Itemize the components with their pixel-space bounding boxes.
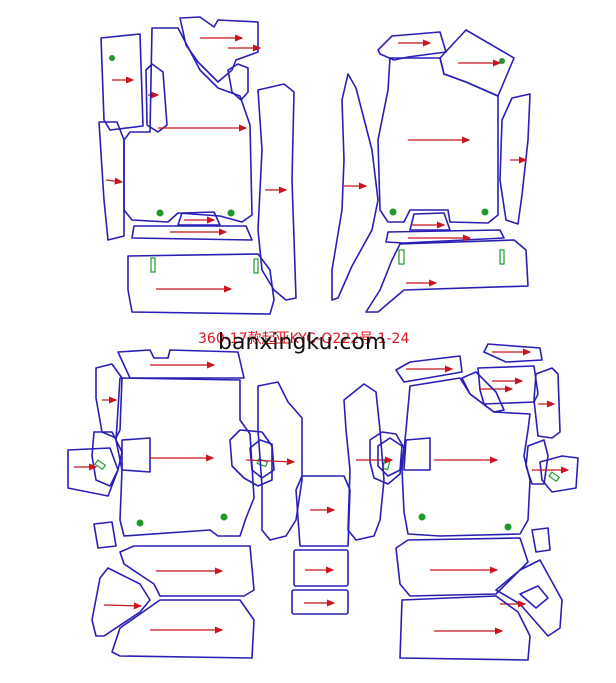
mat-piece — [399, 595, 531, 661]
mat-piece — [403, 437, 431, 471]
mat-piece — [343, 383, 385, 541]
mat-piece — [121, 437, 151, 473]
mat-piece — [145, 63, 168, 133]
top-right-group — [331, 29, 531, 313]
mat-piece — [123, 27, 253, 223]
mat-piece — [533, 367, 561, 439]
mat-piece — [131, 225, 253, 241]
mat-piece — [295, 475, 351, 547]
mat-piece — [395, 355, 463, 383]
mat-piece — [499, 93, 531, 225]
locating-dot — [156, 209, 164, 217]
diagram-caption: 360-17款起亚KYC-Q222号 1-24 — [198, 331, 410, 347]
mat-piece — [293, 549, 349, 587]
slot-mark — [150, 257, 156, 273]
mat-piece — [377, 31, 447, 61]
mat-piece — [119, 545, 255, 597]
mat-piece — [91, 431, 123, 487]
bottom-right-group — [343, 343, 579, 661]
mat-piece — [257, 83, 297, 301]
mat-piece — [477, 365, 539, 405]
mat-piece — [369, 431, 405, 485]
mat-piece — [525, 439, 549, 485]
mat-piece — [331, 73, 379, 301]
direction-arrow — [103, 602, 143, 610]
mat-piece — [291, 589, 349, 615]
mat-piece — [483, 343, 543, 363]
locating-dot — [136, 519, 144, 527]
slot-mark — [398, 249, 405, 265]
locating-dot — [504, 523, 512, 531]
mat-piece — [365, 239, 529, 313]
mat-piece — [229, 429, 273, 487]
mat-piece — [95, 363, 123, 439]
mat-piece — [111, 599, 255, 659]
slot-mark — [94, 459, 107, 471]
slot-mark — [253, 258, 259, 274]
mat-piece — [249, 439, 275, 479]
slot-mark — [499, 249, 505, 265]
mat-piece — [91, 567, 151, 637]
mat-piece — [495, 559, 563, 637]
mat-piece — [115, 377, 255, 537]
mat-piece — [531, 527, 551, 553]
mat-piece — [377, 437, 403, 477]
locating-dot — [418, 513, 426, 521]
locating-dot — [481, 208, 489, 216]
slot-mark — [256, 457, 269, 468]
top-left-group — [98, 16, 297, 315]
locating-dot — [220, 513, 228, 521]
bottom-left-group — [67, 349, 303, 659]
direction-arrow — [105, 177, 124, 185]
mat-piece — [67, 447, 119, 497]
mat-piece — [409, 212, 451, 231]
mat-piece — [539, 455, 579, 493]
mat-piece — [98, 121, 125, 241]
watermark-text: banxingku.com — [218, 330, 387, 355]
mat-piece — [377, 57, 499, 224]
locating-dot — [109, 55, 115, 61]
bottom-center-group — [291, 475, 351, 615]
mat-piece — [100, 33, 144, 131]
mat-piece — [257, 381, 303, 541]
mat-piece — [519, 585, 549, 609]
locating-dot — [227, 209, 235, 217]
mat-piece — [127, 253, 275, 315]
slot-mark — [548, 471, 561, 483]
mat-piece — [179, 16, 259, 83]
mat-piece — [93, 521, 117, 549]
mat-piece — [227, 63, 249, 101]
mat-piece — [395, 537, 529, 597]
mat-piece — [177, 211, 221, 226]
mat-piece — [385, 229, 505, 244]
mat-piece — [401, 377, 531, 537]
direction-arrow — [245, 458, 296, 466]
locating-dot — [389, 208, 397, 216]
